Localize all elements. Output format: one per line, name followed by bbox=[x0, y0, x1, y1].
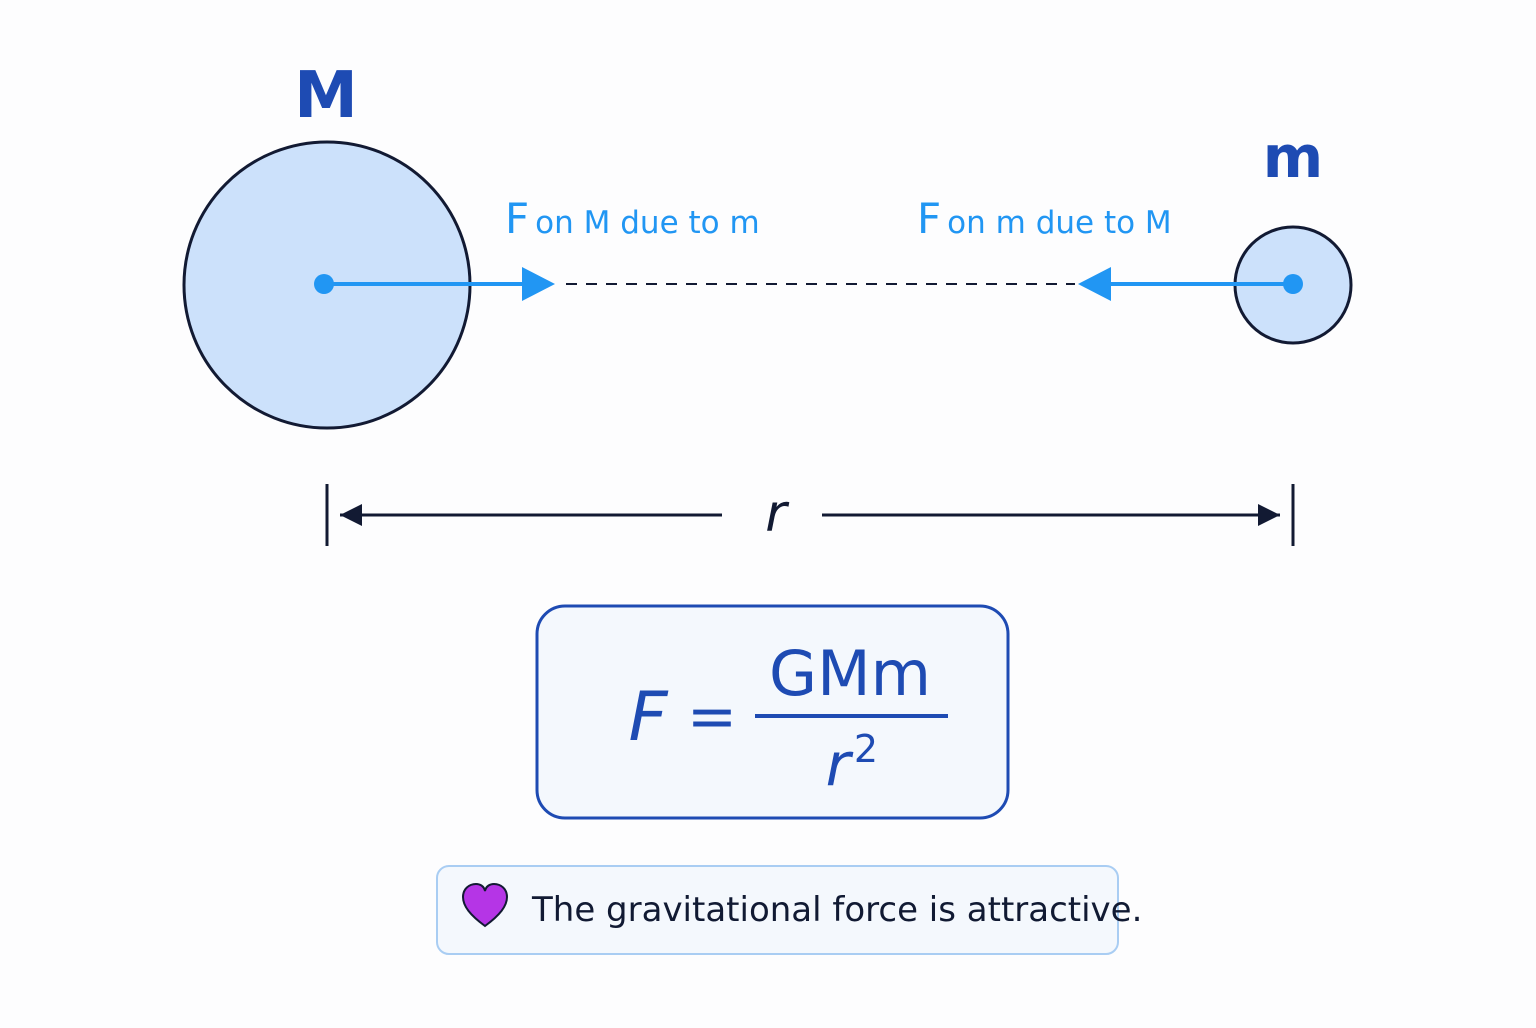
note-box bbox=[436, 865, 1119, 955]
distance-arrowhead-left bbox=[340, 504, 362, 526]
force-description-on-large: on M due to m bbox=[535, 205, 760, 241]
formula-numerator: GMm bbox=[769, 637, 931, 710]
distance-label: r bbox=[765, 484, 790, 544]
formula-box bbox=[535, 604, 1010, 820]
formula-lhs: F bbox=[628, 678, 668, 757]
note-text: The gravitational force is attractive. bbox=[531, 890, 1142, 930]
force-symbol-on-large: F bbox=[505, 194, 529, 243]
formula-equals: = bbox=[687, 682, 737, 752]
small-mass-label: m bbox=[1263, 123, 1323, 191]
formula-denominator-base: r bbox=[826, 730, 854, 800]
heart-icon bbox=[461, 882, 509, 928]
force-symbol-on-small: F bbox=[917, 194, 941, 243]
formula-denominator-exponent: 2 bbox=[854, 727, 878, 771]
large-mass-label: M bbox=[294, 59, 358, 133]
distance-arrowhead-right bbox=[1258, 504, 1280, 526]
force-arrow-on-large-head bbox=[522, 267, 555, 301]
force-arrow-on-small-head bbox=[1078, 267, 1111, 301]
force-description-on-small: on m due to M bbox=[947, 205, 1172, 241]
